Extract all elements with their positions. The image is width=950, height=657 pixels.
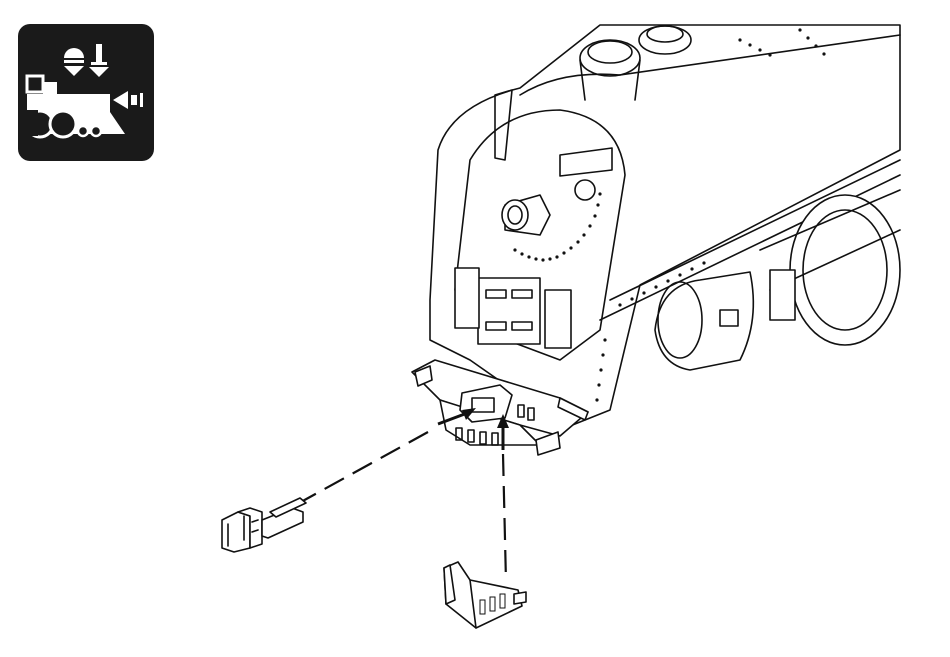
digital-coupler-function-icon: [18, 24, 154, 161]
coupler-head-part: [222, 498, 306, 552]
coupler-mount-part: [444, 562, 526, 628]
mount-guide-line: [503, 454, 506, 582]
coupler-guide-line: [290, 432, 428, 508]
steam-locomotive-front: [412, 25, 900, 455]
